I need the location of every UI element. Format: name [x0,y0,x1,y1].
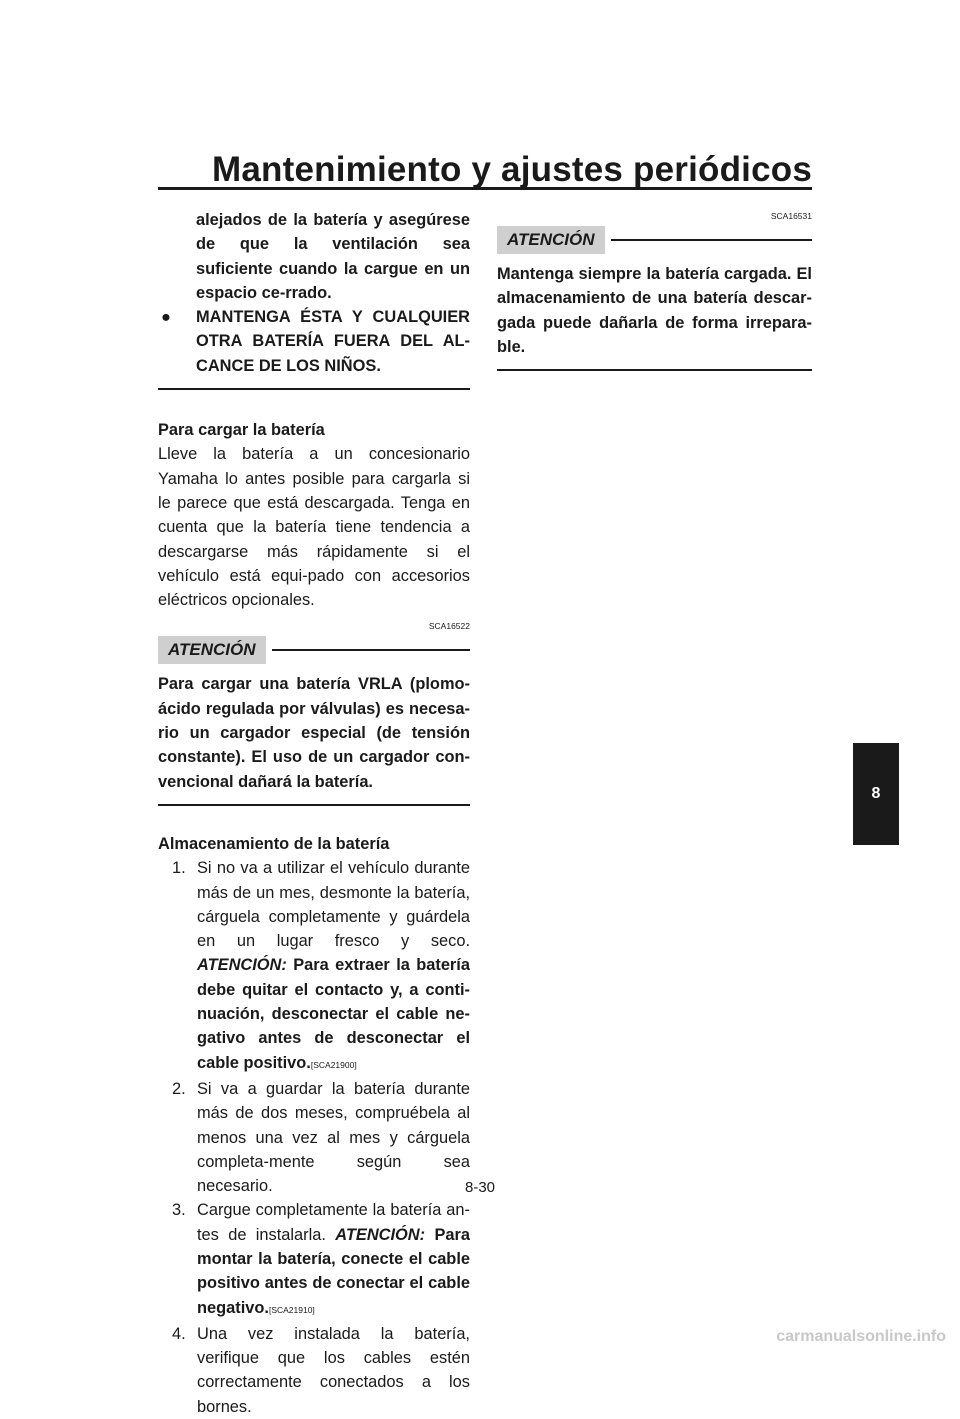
warning-continuation: alejados de la batería y asegúrese de qu… [196,211,470,302]
step-ref: [SCA21900] [310,1059,357,1070]
step-bold-text: Para extraer la batería debe quitar el c… [197,956,470,1072]
bullet-icon: ● [161,308,171,327]
caution-code-1: SCA16522 [428,621,470,632]
step-number: 4. [172,1324,186,1343]
atencion-line-1 [271,649,470,652]
atencion-line-2 [610,239,812,241]
page-number: 8-30 [464,1179,496,1196]
step-number: 3. [172,1201,186,1220]
warning-end-rule [158,388,470,391]
atencion-body-1: Para cargar una batería VRLA (plomo-ácid… [158,675,470,791]
charge-paragraph: Lleve la batería a un concesionario Yama… [158,445,470,610]
step-number: 2. [172,1079,186,1098]
list-item: 3. Cargue completamente la batería an-te… [158,1198,470,1321]
step-text: Si no va a utilizar el vehículo durante … [197,859,470,951]
atencion-end-rule-2 [497,369,812,372]
atencion-end-rule-1 [158,803,470,806]
inline-atencion: ATENCIÓN: [197,956,287,975]
title-rule [158,187,812,190]
chapter-tab: 8 [853,743,899,845]
step-ref: [SCA21910] [268,1304,315,1315]
step-bold-text: Para montar la batería, conecte el cable… [197,1225,470,1317]
watermark: carmanualsonline.info [776,1328,946,1345]
step-text: Si va a guardar la batería durante más d… [197,1079,470,1196]
warning-bullet-item: ● MANTENGA ÉSTA Y CUALQUIER OTRA BATERÍA… [158,305,470,378]
caution-code-2: SCA16531 [770,211,812,221]
inline-atencion: ATENCIÓN: [335,1225,426,1244]
step-text: Una vez instalada la batería, verifique … [197,1324,470,1416]
list-item: 4. Una vez instalada la batería, verifiq… [158,1322,470,1419]
storage-steps: 1. Si no va a utilizar el vehículo duran… [158,856,470,1419]
charge-heading: Para cargar la batería [158,421,325,440]
storage-heading: Almacenamiento de la batería [158,834,390,853]
list-item: 1. Si no va a utilizar el vehículo duran… [158,856,470,1077]
atencion-label-1: ATENCIÓN [158,636,266,665]
right-column: SCA16531 ATENCIÓN Mantenga siempre la ba… [497,208,812,372]
list-item: 2. Si va a guardar la batería durante má… [158,1077,470,1198]
step-text: Cargue completamente la batería an-tes d… [197,1201,470,1244]
atencion-header-1: ATENCIÓN [158,636,470,665]
step-number: 1. [172,859,186,878]
left-column: alejados de la batería y asegúrese de qu… [158,208,470,1419]
atencion-body-2: Mantenga siempre la batería cargada. El … [497,265,812,356]
atencion-header-2: ATENCIÓN [497,226,812,254]
page-title: Mantenimiento y ajustes periódicos [212,150,812,189]
bullet-text: MANTENGA ÉSTA Y CUALQUIER OTRA BATERÍA F… [196,308,470,375]
atencion-label-2: ATENCIÓN [497,226,605,254]
